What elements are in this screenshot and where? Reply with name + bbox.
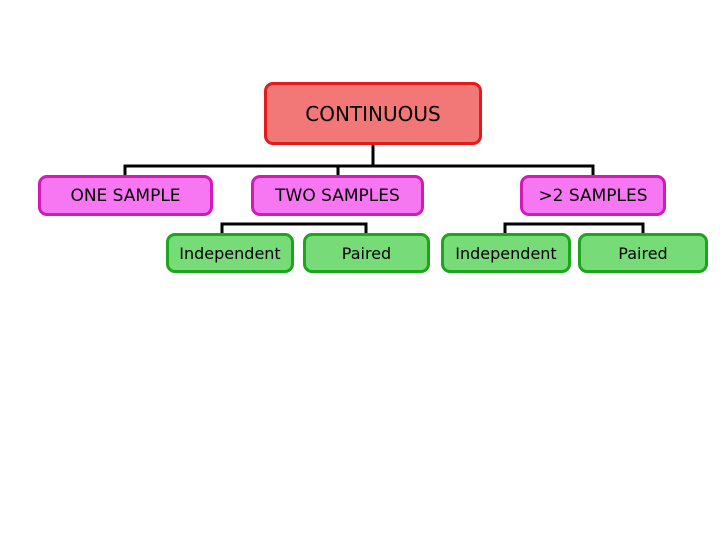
node-more-independent: Independent [441,233,571,273]
node-continuous-label: CONTINUOUS [305,101,441,126]
node-two-paired-label: Paired [341,243,392,263]
node-two-independent-label: Independent [179,243,281,263]
node-one-sample: ONE SAMPLE [38,175,213,216]
node-two-paired: Paired [303,233,430,273]
node-two-independent: Independent [166,233,294,273]
node-continuous: CONTINUOUS [264,82,482,145]
node-more-paired-label: Paired [618,243,668,263]
node-more-than-two-samples-label: >2 SAMPLES [538,185,648,206]
node-more-paired: Paired [578,233,708,273]
node-two-samples: TWO SAMPLES [251,175,424,216]
node-two-samples-label: TWO SAMPLES [275,185,400,206]
node-more-independent-label: Independent [455,243,557,263]
node-one-sample-label: ONE SAMPLE [70,185,181,206]
node-more-than-two-samples: >2 SAMPLES [520,175,666,216]
